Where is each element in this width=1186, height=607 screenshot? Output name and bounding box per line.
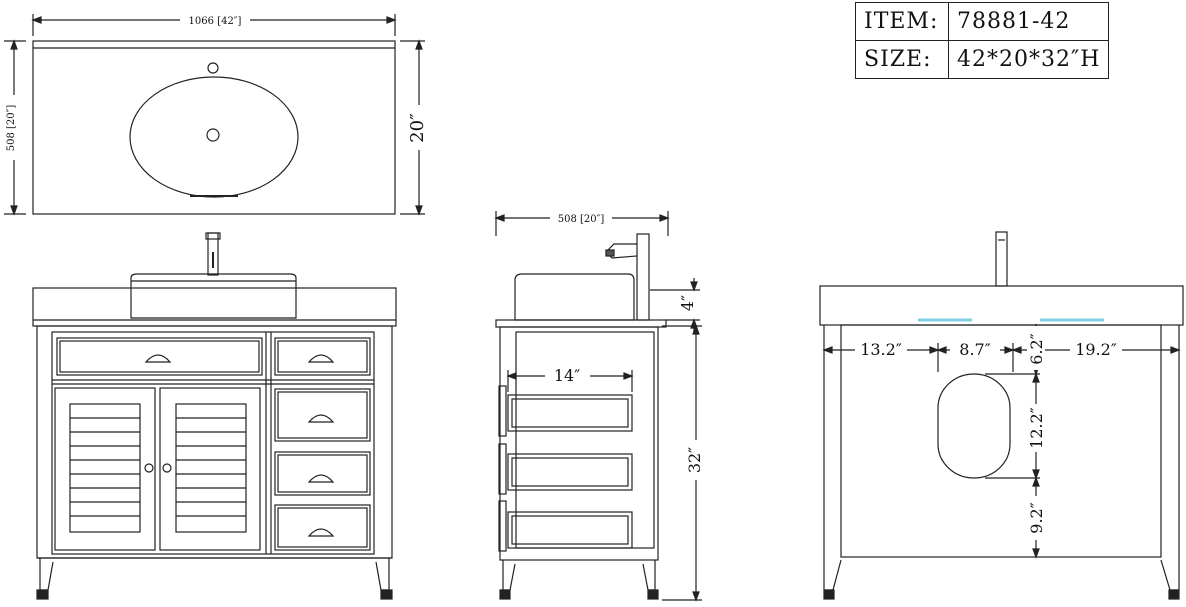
bottom-offset-dim: 9.2″ (1027, 502, 1046, 533)
drawer-handle (144, 354, 172, 363)
opening-width-dim: 8.7″ (959, 340, 990, 359)
basin-outline (129, 76, 299, 198)
size-row: SIZE: 42*20*32″H (855, 40, 1110, 79)
right-door (159, 387, 261, 551)
cabinet-body (36, 325, 393, 559)
item-value: 78881-42 (947, 2, 1110, 41)
item-row: ITEM: 78881-42 (855, 2, 1110, 41)
size-label: SIZE: (855, 40, 949, 79)
top-offset-dim: 6.2″ (1027, 333, 1046, 364)
top-drawer (56, 337, 263, 376)
height-dim: 32″ (685, 447, 704, 473)
left-offset-dim: 13.2″ (860, 340, 902, 359)
top-width-dim: 1066 [42″] (189, 16, 242, 27)
right-offset-dim: 19.2″ (1075, 340, 1117, 359)
left-door (54, 387, 156, 551)
top-thickness-dim: 4″ (678, 295, 697, 311)
plumbing-opening (937, 373, 1011, 479)
side-view (494, 211, 702, 602)
drain-hole (206, 128, 220, 142)
side-vessel (514, 273, 635, 321)
back-panel (840, 324, 1162, 558)
opening-height-dim: 12.2″ (1027, 407, 1046, 449)
front-view (32, 232, 397, 600)
size-value: 42*20*32″H (947, 40, 1110, 79)
top-depth-dim: 508 [20″] (6, 105, 17, 152)
item-label: ITEM: (855, 2, 949, 41)
spec-table: ITEM: 78881-42 SIZE: 42*20*32″H (855, 2, 1110, 79)
back-countertop (819, 285, 1184, 326)
vessel-sink (130, 273, 297, 319)
side-depth-dim: 508 [20″] (558, 214, 605, 225)
interior-depth-dim: 14″ (554, 366, 580, 385)
faucet-hole (207, 62, 219, 74)
side-faucet (636, 233, 650, 321)
countertop-outline (32, 40, 396, 215)
top-view (4, 14, 425, 216)
door-knob (144, 463, 154, 473)
back-view (819, 231, 1184, 600)
top-depth-dim-in: 20″ (407, 113, 428, 143)
